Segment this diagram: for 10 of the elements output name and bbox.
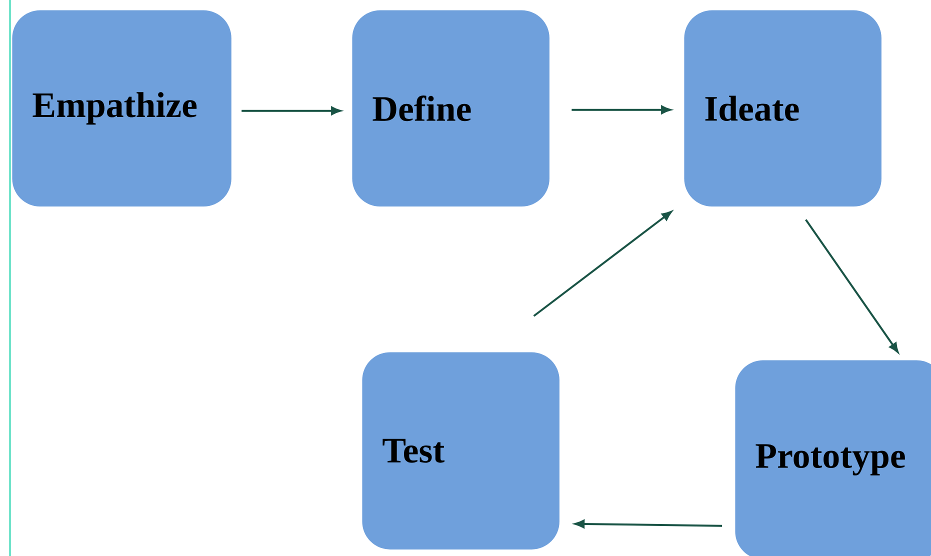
process-box: Prototype xyxy=(735,360,931,556)
arrow xyxy=(574,520,722,528)
arrow xyxy=(805,219,899,353)
arrow xyxy=(242,106,341,116)
process-box: Empathize xyxy=(12,10,232,206)
process-box: Ideate xyxy=(684,10,882,206)
process-box: Test xyxy=(362,352,560,550)
process-box: Define xyxy=(352,10,550,206)
arrow xyxy=(572,106,671,114)
arrow xyxy=(533,211,672,317)
